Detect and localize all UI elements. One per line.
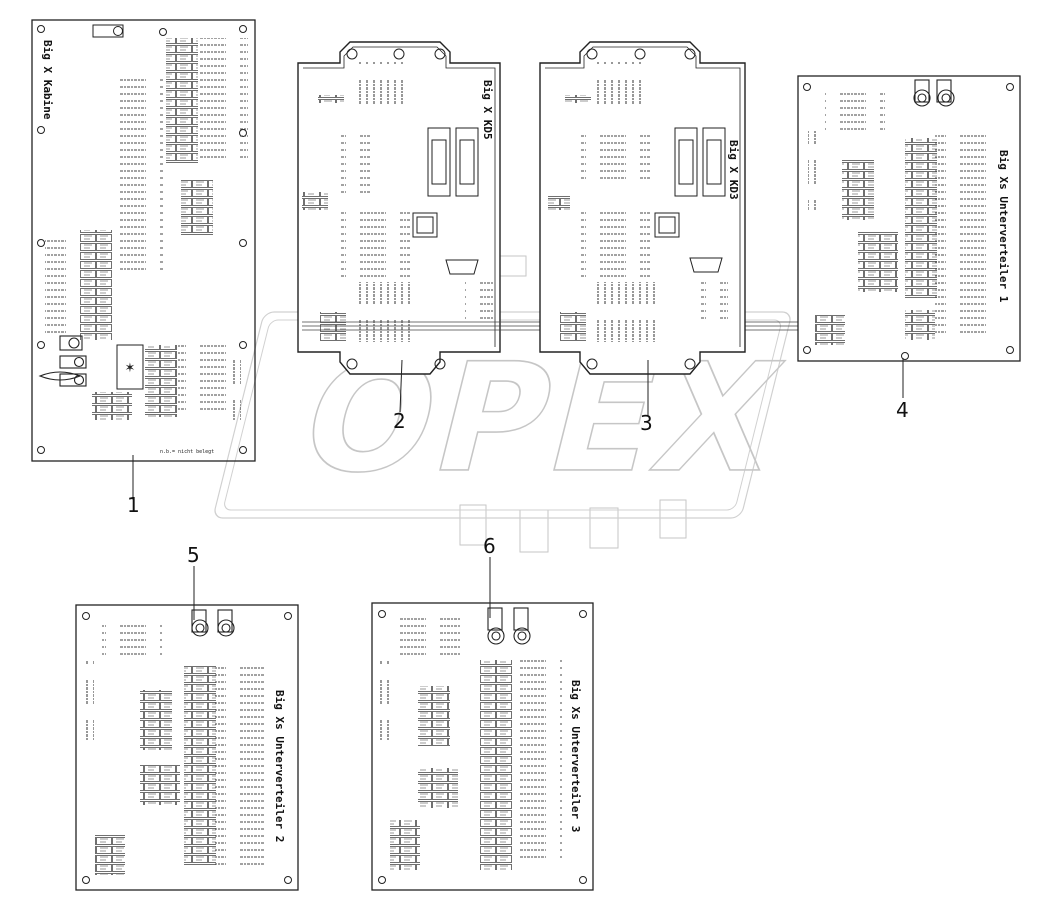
callout-4: 4 xyxy=(896,398,909,422)
board-1-relay xyxy=(116,344,144,390)
watermark-frame-inner xyxy=(224,319,781,511)
board-1-label-area-mid xyxy=(120,75,164,275)
board-1-label-area-left xyxy=(45,238,79,333)
board-1-outline xyxy=(31,19,256,462)
board-1-power-studs xyxy=(38,335,87,387)
callout-2-leader xyxy=(399,359,403,413)
board-4-unterverteiler-1: Big Xs Unterverteiler 1 xyxy=(797,75,1021,362)
board-6-holes xyxy=(378,610,587,884)
board-3-relays xyxy=(654,127,726,238)
board-3-connector-icon xyxy=(689,257,723,273)
board-1-relay-column-2 xyxy=(181,180,213,235)
board-5-unterverteiler-2: Big Xs Unterverteiler 2 xyxy=(75,604,299,891)
board-1-fuse-column-3 xyxy=(92,392,132,420)
board-1-label-area-low xyxy=(178,345,228,415)
callout-6: 6 xyxy=(483,534,496,558)
board-5-studs xyxy=(191,609,235,637)
board-3-kd3: Big X KD3 xyxy=(539,41,746,375)
callout-5: 5 xyxy=(187,543,200,567)
board-1-fuse-column-2 xyxy=(145,345,177,417)
board-2-relays xyxy=(412,127,479,238)
callouts xyxy=(132,358,904,620)
board-4-title: Big Xs Unterverteiler 1 xyxy=(997,150,1010,303)
board-1-footer: n.b.= nicht belegt xyxy=(160,449,214,455)
board-1-fuse-column xyxy=(80,230,112,340)
callout-1: 1 xyxy=(127,493,140,517)
board-1-label-area-right xyxy=(200,38,248,158)
board-1-vert-text xyxy=(231,360,241,420)
board-4-studs xyxy=(913,79,955,107)
board-3-title: Big X KD3 xyxy=(727,140,740,200)
board-2-holes xyxy=(346,48,446,370)
board-6-title: Big Xs Unterverteiler 3 xyxy=(569,680,582,832)
callout-2: 2 xyxy=(393,409,406,433)
board-5-holes xyxy=(82,612,292,884)
board-2-kd5: Big X KD5 xyxy=(297,41,800,375)
board-3-holes xyxy=(586,48,696,370)
board-2-outline xyxy=(297,41,501,375)
board-6-studs xyxy=(487,607,531,645)
board-4-holes xyxy=(803,83,1014,360)
board-2-title: Big X KD5 xyxy=(481,80,494,140)
board-1-relay-column xyxy=(166,38,198,163)
board-6-unterverteiler-3: Big Xs Unterverteiler 3 xyxy=(371,602,594,891)
board-2-connector-icon xyxy=(445,259,479,275)
board-1-kabine: Big X Kabine n.b.= nicht belegt ✶ xyxy=(31,19,256,462)
callout-3: 3 xyxy=(640,411,653,435)
board-3-outline xyxy=(539,41,746,375)
board-1-title: Big X Kabine xyxy=(41,40,54,120)
board-1-stud-icon xyxy=(113,26,123,36)
board-5-title: Big Xs Unterverteiler 2 xyxy=(273,690,286,842)
board-1-sun-icon: ✶ xyxy=(125,361,136,376)
